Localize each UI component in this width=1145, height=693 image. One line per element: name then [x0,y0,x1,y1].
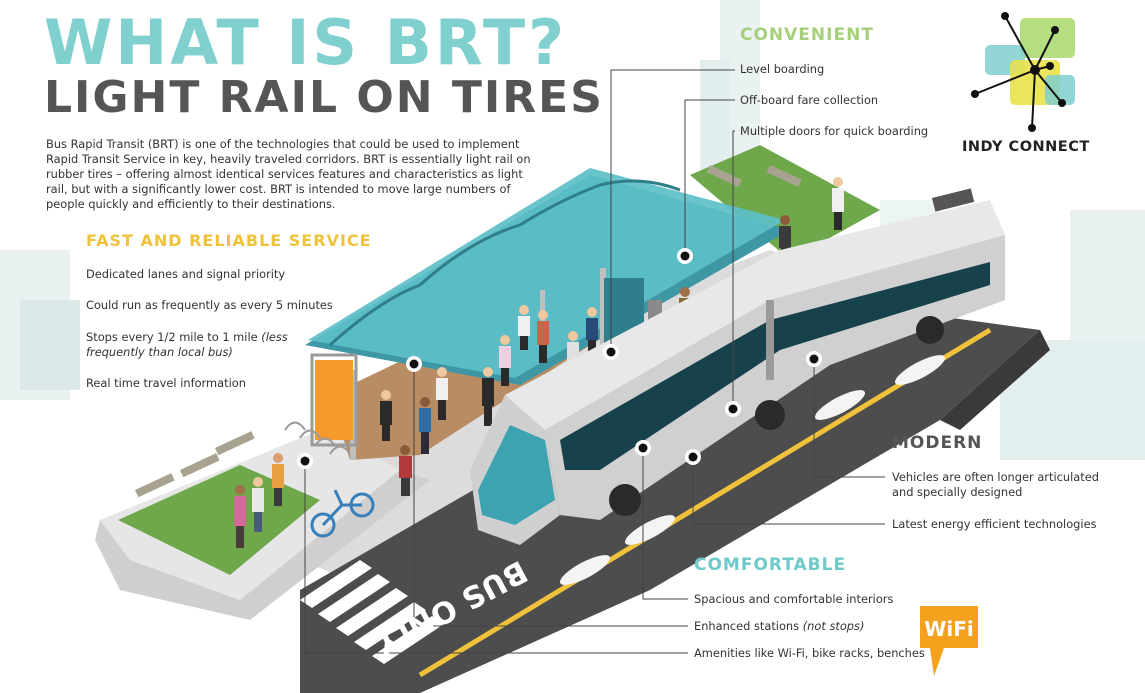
modern-item-2: Latest energy efficient technologies [892,517,1097,531]
bus-windshield [478,425,555,525]
people [234,177,844,548]
crosswalk [300,560,444,664]
canopy-arches [328,179,681,347]
fast-heading: FAST AND RELIABLE SERVICE [86,231,372,250]
articulated-bus [470,188,1005,545]
background-city [0,0,1145,460]
road-yellow-line [418,327,992,678]
sidewalk-front [95,470,430,620]
comfortable-item-1: Spacious and comfortable interiors [694,592,894,606]
road-side [940,330,1050,430]
fast-item-4: Real time travel information [86,376,246,390]
comfortable-item-2-text: Enhanced stations [694,619,803,633]
bus-roof [505,200,1005,430]
bus-wheel-front [609,484,641,516]
wifi-badge: WiFi [920,606,978,676]
convenient-item-2: Off-board fare collection [740,93,879,107]
ad-panel [315,360,353,440]
lawn-left [118,465,320,575]
fast-item-3: Stops every 1/2 mile to 1 mile (less fre… [86,330,316,360]
canopy [308,168,785,378]
bus-wheel-rear [916,316,944,344]
bus-grille [931,188,975,212]
bike-rack [284,421,351,455]
bicycle [310,489,375,538]
bus-windows [560,262,990,470]
callout-leaders [304,69,885,654]
page-title: WHAT IS BRT? [44,6,568,79]
modern-heading: MODERN [892,433,983,453]
indy-connect-logo [971,12,1075,132]
logo-name: INDY CONNECT [962,139,1090,155]
convenient-heading: CONVENIENT [740,25,874,45]
modern-item-1: Vehicles are often longer articulated an… [892,470,1099,499]
fast-item-1: Dedicated lanes and signal priority [86,267,286,281]
lane-dividers [559,355,946,585]
page-subtitle: LIGHT RAIL ON TIRES [44,72,604,123]
bus-wheel-middle [755,400,785,430]
comfortable-heading: COMFORTABLE [694,555,847,575]
callout-markers [297,248,822,469]
fast-item-2: Could run as frequently as every 5 minut… [86,298,333,312]
lawn-right [690,145,880,260]
fast-item-3-note: (less frequently than local bus) [86,330,288,359]
comfortable-item-2-note: (not stops) [802,619,865,633]
convenient-item-3: Multiple doors for quick boarding [740,124,929,138]
wifi-badge-text: WiFi [924,617,973,641]
fast-item-3-text: Stops every 1/2 mile to 1 mile [86,330,262,344]
intro-paragraph: Bus Rapid Transit (BRT) is one of the te… [46,137,531,211]
comfortable-item-2: Enhanced stations (not stops) [694,619,864,633]
comfortable-item-3: Amenities like Wi-Fi, bike racks, benche… [694,646,925,660]
convenient-item-1: Level boarding [740,62,825,76]
